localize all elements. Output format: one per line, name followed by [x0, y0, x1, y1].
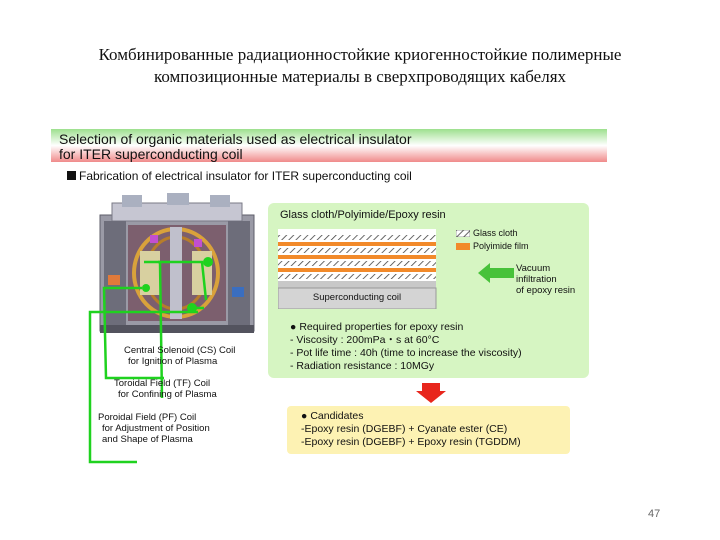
candidates-box: Candidates -Epoxy resin (DGEBF) + Cyanat… [287, 406, 570, 454]
insulator-detail-box: Glass cloth/Polyimide/Epoxy resin Superc… [268, 203, 589, 378]
legend-polyimide-text: Polyimide film [473, 241, 529, 251]
green-left-arrow-icon [478, 263, 514, 283]
iter-tokamak-image [99, 193, 255, 333]
insulation-layers-diagram [278, 229, 437, 309]
slide-title: Комбинированные радиационностойкие криог… [30, 44, 690, 88]
candidate-2: -Epoxy resin (DGEBF) + Epoxy resin (TGDD… [301, 436, 521, 448]
polyimide-swatch-icon [456, 243, 470, 251]
pf-coil-label-line1: Poroidal Field (PF) Coil [98, 412, 197, 423]
panel-header: Selection of organic materials used as e… [51, 129, 607, 162]
candidate-1: -Epoxy resin (DGEBF) + Cyanate ester (CE… [301, 423, 508, 435]
insulator-title: Glass cloth/Polyimide/Epoxy resin [280, 209, 446, 221]
pf-coil-label-line2: for Adjustment of Position [102, 423, 210, 434]
legend-glass-cloth: Glass cloth [456, 228, 518, 238]
legend-polyimide: Polyimide film [456, 241, 529, 251]
slide-title-line2: композиционные материалы в сверхпроводящ… [153, 67, 567, 86]
properties-title: Required properties for epoxy resin [290, 321, 522, 334]
vacuum-infiltration-label: Vacuum infiltration of epoxy resin [516, 263, 589, 296]
pf-coil-label-line3: and Shape of Plasma [102, 434, 193, 445]
square-bullet-icon [67, 171, 76, 180]
page-number: 47 [648, 508, 661, 520]
candidates-list: Candidates -Epoxy resin (DGEBF) + Cyanat… [301, 410, 521, 449]
cs-coil-label: Central Solenoid (CS) Coil for Ignition … [124, 345, 235, 367]
legend-glass-cloth-text: Glass cloth [473, 228, 518, 238]
figure-panel: Selection of organic materials used as e… [37, 125, 621, 482]
panel-header-line1: Selection of organic materials used as e… [59, 131, 412, 147]
property-viscosity: - Viscosity : 200mPa・s at 60°C [290, 334, 440, 346]
vacuum-label-line2: of epoxy resin [516, 285, 576, 296]
tf-coil-label-line2: for Confining of Plasma [118, 389, 217, 400]
candidates-title: Candidates [301, 410, 521, 423]
fabrication-subheading: Fabrication of electrical insulator for … [67, 169, 412, 183]
coil-leader-lines [88, 257, 213, 464]
red-down-arrow-icon [416, 383, 446, 403]
property-pot-life: - Pot life time : 40h (time to increase … [290, 347, 522, 359]
panel-header-line2: for ITER superconducting coil [59, 146, 243, 162]
tf-coil-label: Toroidal Field (TF) Coil for Confining o… [114, 378, 217, 400]
tf-coil-label-line1: Toroidal Field (TF) Coil [114, 378, 211, 389]
subheading-text: Fabrication of electrical insulator for … [79, 169, 412, 183]
conductor-label: Superconducting coil [312, 292, 402, 303]
cs-coil-label-line2: for Ignition of Plasma [128, 356, 218, 367]
required-properties: Required properties for epoxy resin - Vi… [290, 321, 522, 373]
slide-title-line1: Комбинированные радиационностойкие криог… [98, 45, 622, 64]
property-radiation: - Radiation resistance : 10MGy [290, 360, 435, 372]
cs-coil-label-line1: Central Solenoid (CS) Coil [124, 345, 236, 356]
vacuum-label-line1: Vacuum infiltration [516, 263, 557, 285]
glass-cloth-swatch-icon [456, 230, 470, 238]
pf-coil-label: Poroidal Field (PF) Coil for Adjustment … [98, 412, 210, 445]
